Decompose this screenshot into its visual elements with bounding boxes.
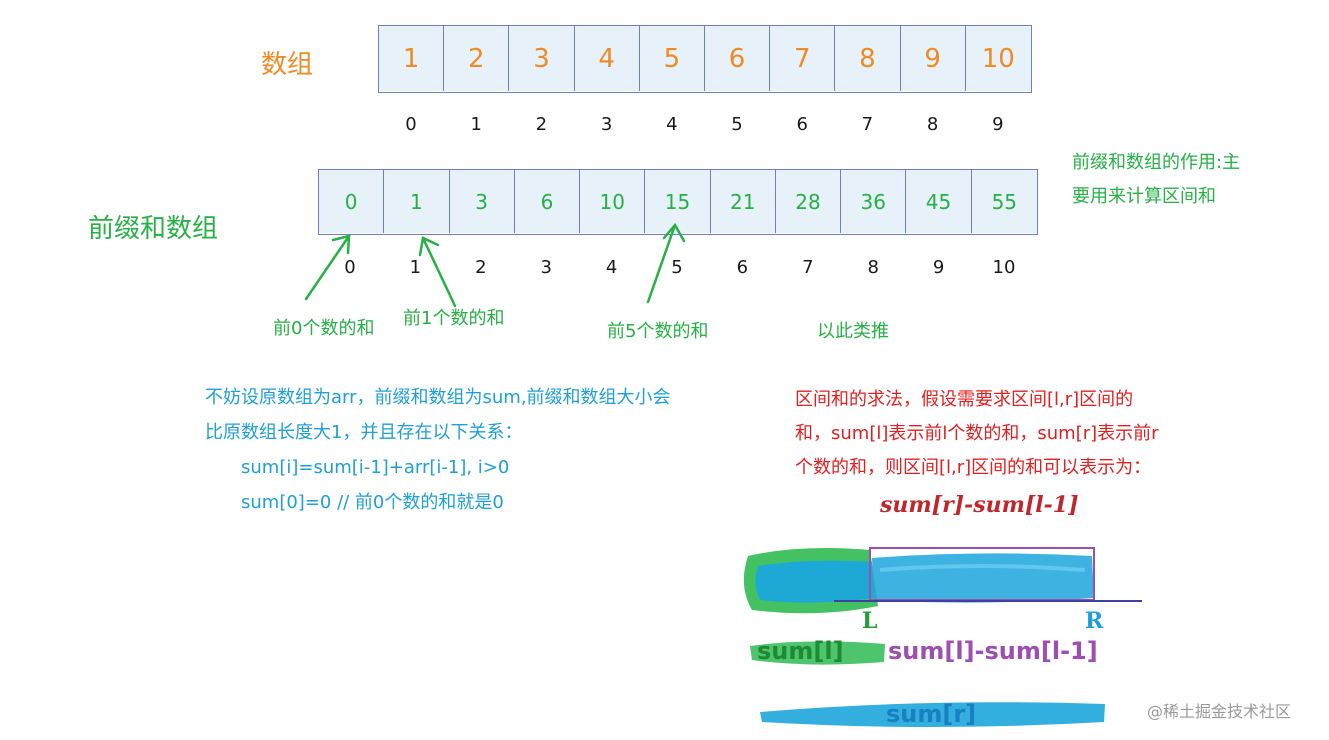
arrow-5-head-icon [662, 222, 686, 243]
prefix-cell: 21 [710, 170, 776, 233]
prefix-label: 前缀和数组 [88, 214, 219, 244]
array-index: 5 [731, 114, 743, 135]
arrow-0-head-icon [331, 234, 351, 255]
prefix-cell: 6 [514, 170, 581, 233]
prefix-cell: 45 [906, 170, 972, 233]
array-cell: 1 [379, 26, 445, 91]
prefix-index: 8 [867, 257, 879, 278]
note-sum-0: 前0个数的和 [273, 318, 375, 339]
red-note-line1: 区间和的求法，假设需要求区间[l,r]区间的 [795, 389, 1134, 410]
green-brush-small-shape [750, 641, 885, 665]
array-cell: 9 [900, 26, 966, 91]
prefix-index: 6 [736, 257, 749, 278]
array-index: 6 [796, 114, 808, 135]
red-note-line2: 和，sum[l]表示前l个数的和，sum[r]表示前r [795, 423, 1159, 444]
array-cell: 3 [509, 26, 575, 91]
prefix-index: 10 [992, 257, 1016, 278]
array-index: 0 [405, 114, 417, 135]
array-index: 3 [600, 114, 613, 135]
right-marker: R [1085, 608, 1104, 634]
array-cell: 6 [704, 26, 771, 91]
sum-r-label: sum[r] [886, 700, 977, 728]
red-note: 区间和的求法，假设需要求区间[l,r]区间的 和，sum[l]表示前l个数的和，… [795, 383, 1215, 485]
purpose-note-line2: 要用来计算区间和 [1072, 186, 1216, 207]
blue-note-line4: sum[0]=0 // 前0个数的和就是0 [241, 492, 504, 513]
prefix-cell: 0 [319, 170, 385, 233]
prefix-index: 4 [605, 257, 618, 278]
blue-highlight-shape [879, 564, 1086, 572]
blue-note-line1: 不妨设原数组为arr，前缀和数组为sum,前缀和数组大小会 [205, 387, 671, 408]
arrow-1-head-icon [418, 236, 440, 257]
arrow-0-icon [304, 234, 351, 301]
array-cell: 4 [574, 26, 640, 91]
array-cell: 5 [639, 26, 705, 91]
note-etc: 以此类推 [817, 321, 889, 342]
note-sum-1: 前1个数的和 [403, 308, 505, 329]
array-index: 2 [535, 114, 548, 135]
prefix-index: 0 [344, 257, 356, 278]
prefix-index: 7 [802, 257, 814, 278]
array-cell: 2 [444, 26, 510, 91]
array-label: 数组 [261, 50, 314, 80]
blue-brush-bottom-shape [760, 702, 1105, 727]
watermark: @稀土掘金技术社区 [1147, 702, 1292, 721]
array-index: 1 [470, 114, 482, 135]
prefix-index: 3 [540, 257, 552, 278]
prefix-index: 1 [409, 257, 422, 278]
prefix-cell: 36 [841, 170, 907, 233]
array-index: 7 [861, 114, 874, 135]
prefix-index: 9 [932, 257, 945, 278]
blue-note-line3: sum[i]=sum[i-1]+arr[i-1], i>0 [241, 457, 510, 478]
prefix-cell: 3 [449, 170, 515, 233]
sum-l-label: sum[l] [757, 637, 844, 665]
prefix-cell: 28 [775, 170, 842, 233]
array-cell: 10 [965, 26, 1031, 91]
prefix-index: 2 [475, 257, 487, 278]
left-marker: L [862, 608, 878, 634]
blue-note-line2: 比原数组长度大1，并且存在以下关系： [205, 422, 523, 443]
arrow-5-icon [646, 223, 677, 304]
interval-sum-label: sum[l]-sum[l-1] [888, 637, 1098, 665]
prefix-cell: 55 [971, 170, 1037, 233]
arrow-1-icon [421, 236, 457, 308]
array-index: 4 [666, 114, 678, 135]
blue-brush-right-shape [872, 553, 1094, 603]
blue-brush-left-shape [755, 560, 874, 603]
blue-note: 不妨设原数组为arr，前缀和数组为sum,前缀和数组大小会 比原数组长度大1，并… [205, 380, 745, 520]
array-index: 8 [926, 114, 939, 135]
note-sum-5: 前5个数的和 [607, 321, 709, 342]
purpose-note-line1: 前缀和数组的作用:主 [1072, 152, 1241, 173]
interval-formula: sum[r]-sum[l-1] [880, 492, 1079, 518]
prefix-index: 5 [671, 257, 683, 278]
red-note-line3: 个数的和，则区间[l,r]区间的和可以表示为： [795, 457, 1152, 478]
prefix-cell: 10 [580, 170, 646, 233]
array-cell: 8 [835, 26, 901, 91]
array-index: 9 [992, 114, 1004, 135]
prefix-cell: 1 [384, 170, 450, 233]
array-cell: 7 [770, 26, 836, 91]
prefix-cell: 15 [645, 170, 711, 233]
